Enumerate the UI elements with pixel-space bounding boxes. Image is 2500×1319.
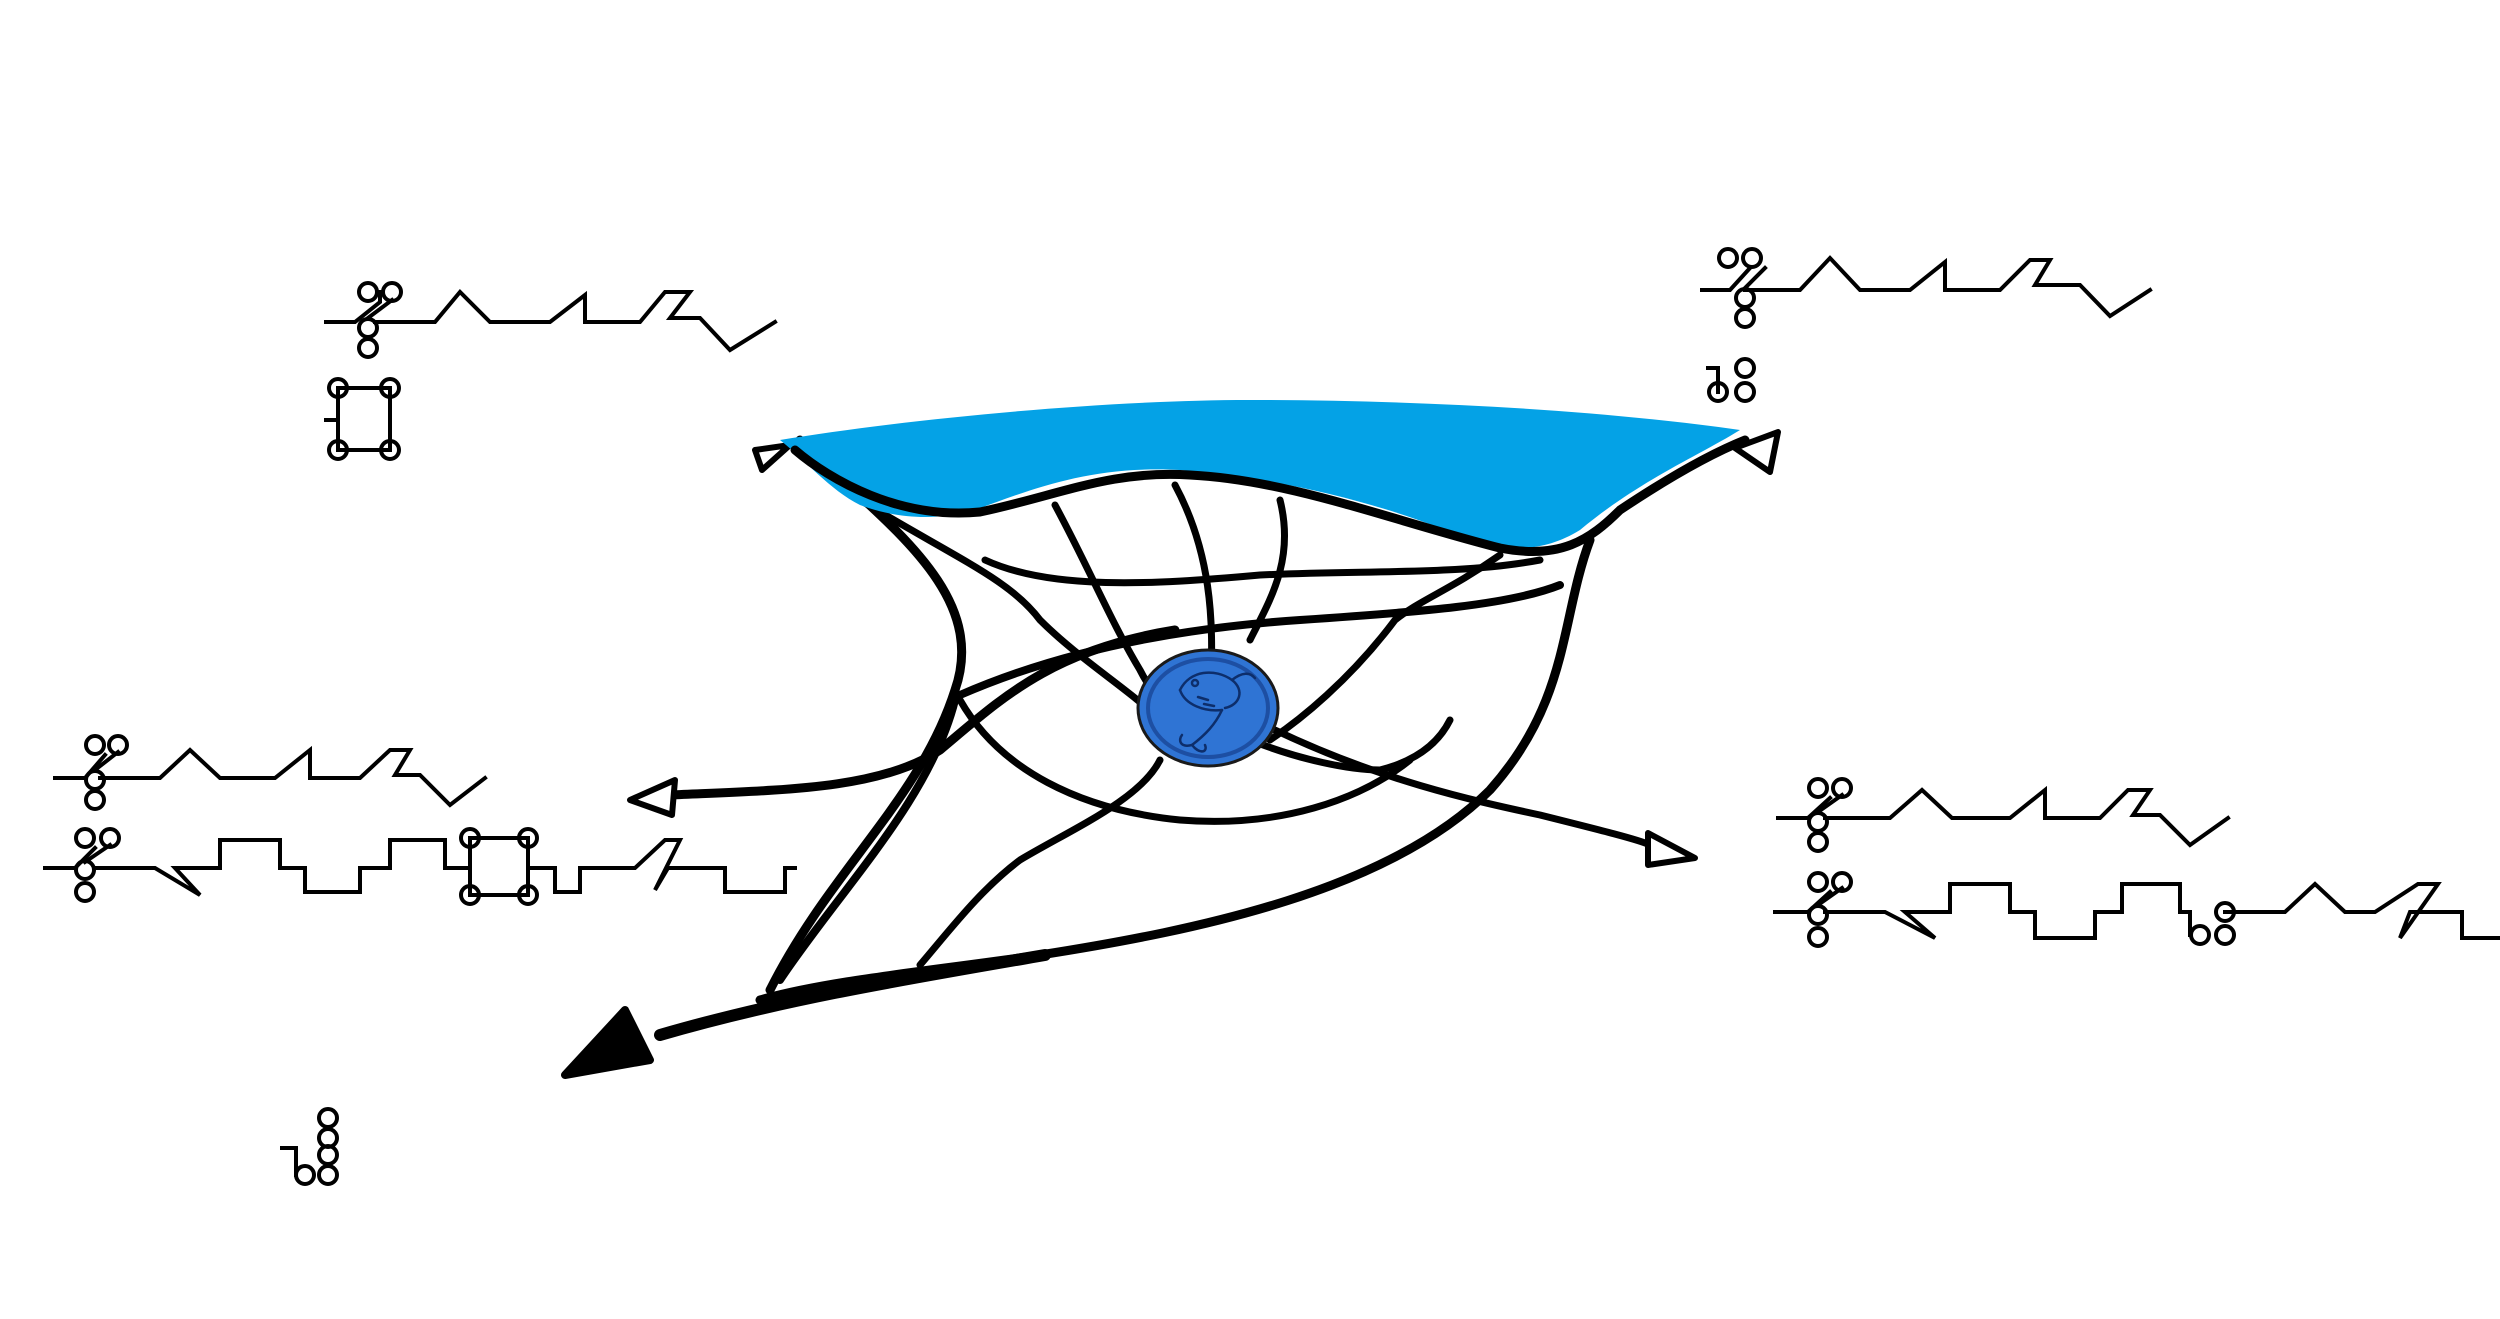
script-line-1 [282, 1109, 337, 1184]
script-line-1 [326, 283, 775, 357]
script-line-2 [1775, 873, 2500, 946]
script-label-bottom [282, 1109, 337, 1184]
arrow-middle-left-head [630, 780, 675, 815]
script-label-middle-left [45, 736, 795, 904]
coin-body [1138, 650, 1278, 766]
script-line-1 [55, 736, 485, 809]
script-label-top-left [326, 283, 775, 459]
center-coin [1138, 650, 1278, 766]
net-strand-6 [920, 760, 1160, 965]
net-left-outer-strand [770, 440, 962, 990]
arrow-top-left-head [755, 445, 790, 470]
net-strand-5 [1270, 555, 1500, 740]
arrow-middle-right-head [1648, 833, 1695, 865]
script-line-1 [1702, 249, 2150, 327]
arrow-bottom-shaft [660, 955, 1045, 1035]
script-line-2 [326, 379, 399, 459]
script-line-2 [45, 829, 795, 904]
script-label-middle-right [1775, 779, 2500, 946]
script-line-1 [1778, 779, 2228, 851]
arrow-middle-right-shaft [1275, 730, 1650, 845]
arrow-bottom-head [565, 1010, 650, 1075]
script-label-top-right [1702, 249, 2150, 401]
script-line-2 [1708, 359, 1754, 401]
net-strand-1 [860, 500, 1160, 720]
